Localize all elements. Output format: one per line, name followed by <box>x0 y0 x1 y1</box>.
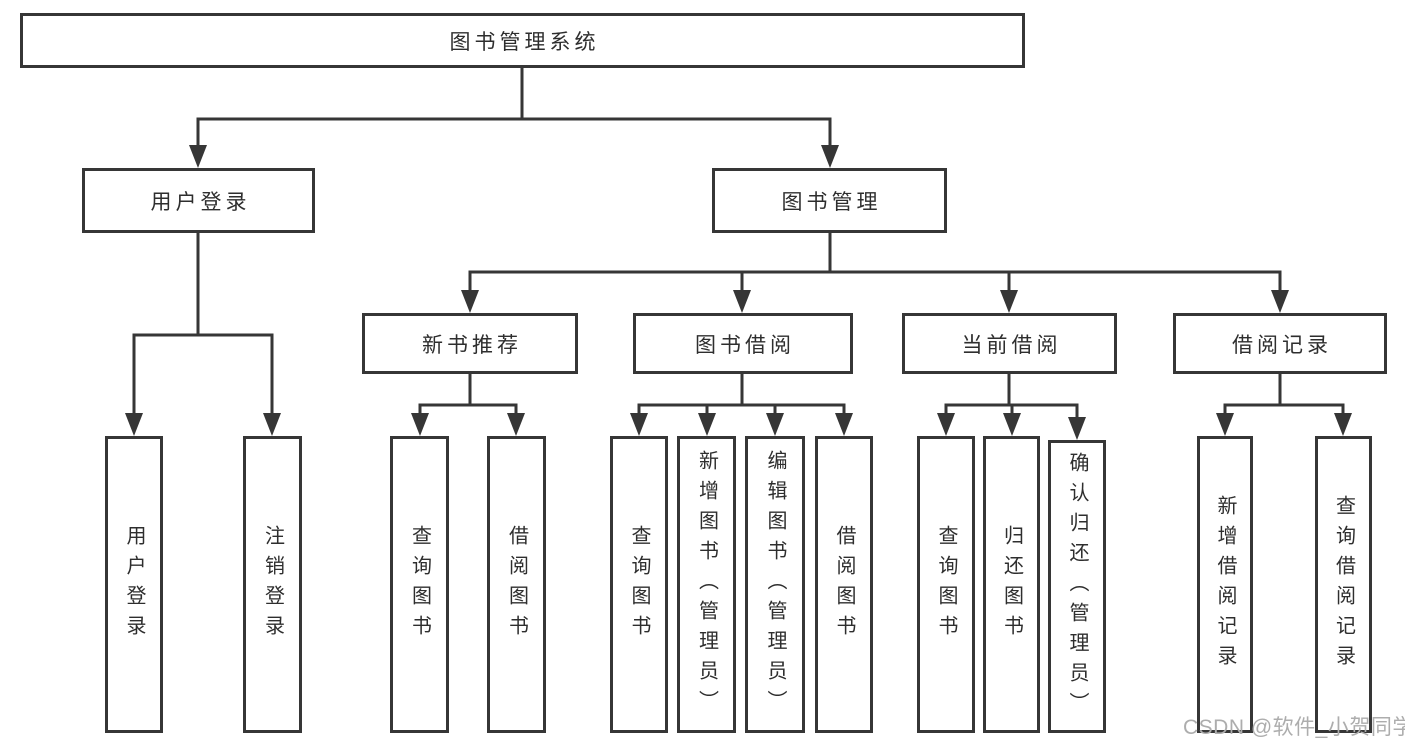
node-label: 查询借阅记录 <box>1332 494 1355 675</box>
node-label: 当前借阅 <box>961 333 1062 357</box>
connector-user-login-children <box>132 233 274 418</box>
leaf-add-borrow-record: 新增借阅记录 <box>1197 436 1253 733</box>
leaf-edit-book-admin: 编辑图书（管理员） <box>745 436 805 733</box>
leaf-borrow-books-2: 借阅图书 <box>815 436 873 733</box>
node-label: 新书推荐 <box>422 333 522 357</box>
connector-current-borrow-children <box>944 373 1079 423</box>
node-label: 查询图书 <box>408 524 431 645</box>
connector-new-book-children <box>418 373 518 419</box>
connector-borrow-record-children <box>1223 373 1345 419</box>
node-label: 借阅图书 <box>505 524 528 645</box>
node-label: 用户登录 <box>150 190 251 214</box>
leaf-confirm-return-admin: 确认归还（管理员） <box>1048 440 1106 733</box>
leaf-user-login: 用户登录 <box>105 436 163 733</box>
node-label: 图书借阅 <box>695 333 795 357</box>
node-label: 归还图书 <box>1000 524 1023 645</box>
node-book-management: 图书管理 <box>712 168 947 233</box>
node-borrowing-records: 借阅记录 <box>1173 313 1387 374</box>
node-label: 借阅记录 <box>1232 333 1332 357</box>
node-new-book-recommend: 新书推荐 <box>362 313 578 374</box>
connector-root-to-level2 <box>196 68 832 150</box>
leaf-query-borrow-record: 查询借阅记录 <box>1315 436 1372 733</box>
node-label: 用户登录 <box>123 524 145 645</box>
leaf-return-book: 归还图书 <box>983 436 1040 733</box>
node-label: 图书管理 <box>781 190 882 214</box>
node-label: 编辑图书（管理员） <box>764 449 786 720</box>
node-book-borrowing: 图书借阅 <box>633 313 853 374</box>
node-library-management-system: 图书管理系统 <box>20 13 1025 68</box>
node-label: 借阅图书 <box>833 524 855 645</box>
node-label: 新增借阅记录 <box>1214 494 1236 675</box>
leaf-query-books-1: 查询图书 <box>390 436 449 733</box>
leaf-query-books-2: 查询图书 <box>610 436 668 733</box>
node-label: 查询图书 <box>935 524 957 645</box>
node-label: 注销登录 <box>261 524 284 645</box>
node-label: 查询图书 <box>628 524 650 645</box>
node-label: 新增图书（管理员） <box>695 449 718 720</box>
node-current-borrowing: 当前借阅 <box>902 313 1117 374</box>
node-label: 图书管理系统 <box>449 30 600 54</box>
connector-book-mgmt-children <box>468 233 1282 295</box>
leaf-query-books-3: 查询图书 <box>917 436 975 733</box>
leaf-logout: 注销登录 <box>243 436 302 733</box>
csdn-watermark: CSDN @软件_小贺同学 <box>1183 716 1405 739</box>
leaf-borrow-books-1: 借阅图书 <box>487 436 546 733</box>
node-user-login: 用户登录 <box>82 168 315 233</box>
connector-book-borrow-children <box>637 373 846 419</box>
node-label: 确认归还（管理员） <box>1066 451 1088 722</box>
leaf-add-book-admin: 新增图书（管理员） <box>677 436 736 733</box>
